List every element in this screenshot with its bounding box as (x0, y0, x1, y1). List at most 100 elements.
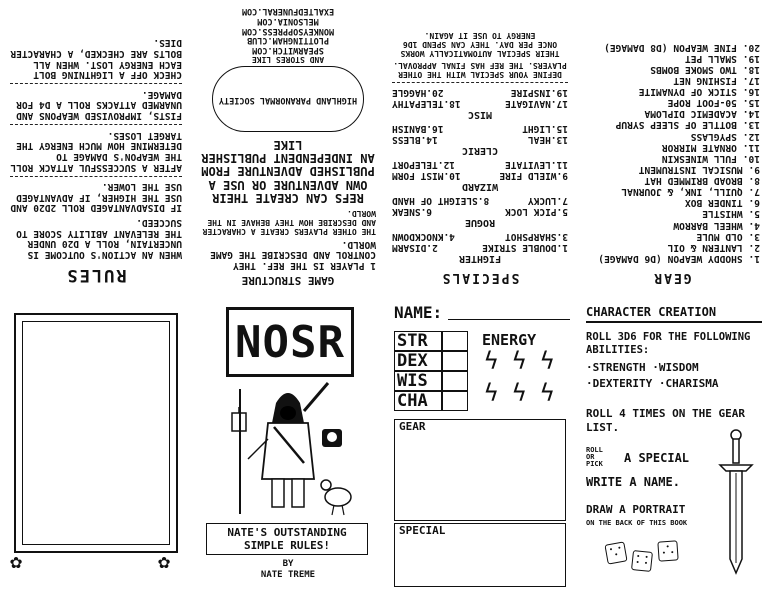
gear-item: 17. FISHING NET (673, 75, 760, 86)
special-item: 1.DOUBLE STRIKE (482, 242, 568, 253)
sword-icon (718, 429, 754, 575)
gear-item: 18. TWO SMOKE BOMBS (650, 63, 760, 75)
gear-panel: GEAR 1. SHODDY WEAPON (D6 DAMAGE) 2. LAN… (576, 0, 768, 297)
gear-item: 9. MUSICAL INSTRUMENT (638, 164, 760, 175)
special-item: 14.BLESS (392, 134, 438, 145)
wizard-illustration-icon (231, 382, 352, 516)
gear-item: 15. 50-FOOT ROPE (667, 97, 760, 109)
special-item: 16.BANISH (392, 123, 444, 134)
specials-note: Their special automatically works once p… (400, 31, 560, 59)
nosr-logo: NOSR (226, 307, 354, 377)
lightning-bolt-icon[interactable]: ϟ (540, 347, 555, 375)
rules-panel: RULES When an action's outcome is uncert… (0, 0, 192, 297)
lightning-bolt-icon[interactable]: ϟ (484, 379, 499, 407)
store-link: EXALTEDFUNERAL.COM (241, 6, 335, 17)
character-creation-panel: CHARACTER CREATION ROLL 3D6 FOR THE FOLL… (576, 297, 768, 594)
step-roll-gear: ROLL 4 TIMES ON THE GEAR LIST. (586, 407, 745, 434)
special-item: 13.HEAL (527, 134, 568, 145)
step-special: A SPECIAL (624, 451, 690, 465)
rule-paragraph: If disadvantaged roll 2D20 and use the h… (10, 181, 182, 214)
gear-item: 5. WHISTLE (702, 208, 760, 220)
gear-item: 12. SPYGLASS (690, 130, 760, 142)
group-name: MISC (467, 109, 493, 120)
roll-or-pick: ROLL OR PICK (586, 446, 603, 468)
rule-paragraph: Check off a lightning bolt each energy l… (10, 37, 182, 81)
step-draw-portrait: DRAW A PORTRAIT (586, 503, 686, 516)
divider (10, 83, 182, 85)
store-list: SPEARWITCH.COM PLOTTINGHAM.CLUB MONKEYSO… (200, 5, 376, 55)
creation-title: CHARACTER CREATION (586, 305, 717, 319)
publisher-badge: HIGHLAND PARANORMAL SOCIETY (212, 66, 364, 133)
gear-item: 10. FULL WINESKIN (661, 152, 760, 164)
gear-item: 14. ACADEMIC DIPLOMA (644, 108, 760, 120)
gear-box-label: GEAR (399, 420, 426, 433)
stat-value-str[interactable] (442, 331, 468, 351)
name-label: NAME: (394, 303, 443, 322)
byline-by: BY (282, 559, 294, 569)
stat-value-dex[interactable] (442, 351, 468, 371)
cover-subtitle: NATE'S OUTSTANDING SIMPLE RULES! (206, 523, 368, 555)
special-item: 2.DISARM (392, 242, 438, 253)
structure-paragraph: 1 player is the ref. They control and de… (210, 238, 376, 271)
portrait-frame (14, 313, 178, 553)
stat-label-dex: DEX (394, 351, 442, 371)
cover-panel: NOSR NATE'S OUTSTANDING SIMPLE RULES! BY… (192, 297, 384, 594)
gear-item: 3. OLD MULE (696, 230, 760, 242)
gear-item: 16. STICK OF DYNAMITE (638, 86, 760, 98)
character-sheet-panel: NAME: STR DEX WIS CHA ENERGY ϟ ϟ ϟ ϟ ϟ ϟ… (384, 297, 576, 594)
lightning-bolt-icon[interactable]: ϟ (512, 347, 527, 375)
step-draw-portrait-sub: ON THE BACK OF THIS BOOK (586, 519, 688, 527)
special-item: 4.KNOCKDOWN (392, 231, 455, 242)
lightning-bolt-icon[interactable]: ϟ (540, 379, 555, 407)
special-item: 12.TELEPORT (392, 159, 455, 170)
gear-item: 20. FINE WEAPON (D8 DAMAGE) (604, 41, 760, 53)
stat-value-wis[interactable] (442, 371, 468, 391)
store-link: PLOTTINGHAM.CLUB (247, 35, 329, 46)
portrait-area[interactable] (22, 321, 170, 545)
lightning-bolt-icon[interactable]: ϟ (512, 379, 527, 407)
special-item: 18.TELEPATHY (392, 98, 461, 109)
special-item: 20.HAGGLE (392, 87, 444, 98)
gear-box[interactable]: GEAR (394, 419, 566, 521)
stats-grid: STR DEX WIS CHA (394, 331, 474, 415)
lightning-bolt-icon[interactable]: ϟ (484, 347, 499, 375)
gear-item: 13. BOTTLE OF SLEEP SYRUP (615, 119, 760, 131)
gear-title: GEAR (652, 270, 692, 285)
ref-heading: REFS CAN CREATE THEIR OWN ADVENTURE OR U… (201, 137, 375, 206)
stat-label-str: STR (394, 331, 442, 351)
die-icon: • •• • (631, 550, 653, 572)
special-item: 10.MIST FORM (392, 170, 461, 181)
special-item: 17.NAVIGATE (505, 98, 568, 109)
specials-title: SPECIALS (440, 270, 520, 285)
rule-paragraph: After a successful attack roll the weapo… (10, 129, 182, 173)
flower-icon: ✿ (10, 549, 23, 573)
special-item: 5.PICK LOCK (505, 206, 568, 217)
rule-paragraph: Fists, improvised weapons and unarmed at… (16, 88, 182, 122)
special-item: 15.LIGHT (522, 123, 568, 134)
abilities-line-1: ·STRENGTH ·WISDOM (586, 361, 699, 374)
step-write-name: WRITE A NAME. (586, 475, 680, 489)
special-box[interactable]: SPECIAL (394, 523, 566, 587)
specials-note: Define your special with the other playe… (393, 61, 567, 79)
gear-item: 6. TINDER BOX (684, 197, 760, 209)
special-item: 8.SLEIGHT OF HAND (392, 195, 490, 206)
special-box-label: SPECIAL (399, 524, 446, 537)
energy-label: ENERGY (482, 331, 537, 349)
step-roll-abilities: ROLL 3D6 FOR THE FOLLOWING ABILITIES: (586, 331, 751, 356)
gear-item: 19. SMALL PET (684, 52, 760, 64)
divider (10, 124, 182, 126)
name-field[interactable] (448, 319, 570, 320)
gear-list: 1. SHODDY WEAPON (D6 DAMAGE) 2. LANTERN … (584, 41, 760, 264)
structure-title: GAME STRUCTURE (241, 274, 335, 287)
store-link: MONKEYSOPPRESS.COM (241, 25, 335, 36)
portrait-panel: ✿ ✿ (0, 297, 192, 594)
store-link: MELSONIA.COM (257, 15, 319, 26)
gear-item: 7. QUILL, INK, & JOURNAL (621, 186, 760, 198)
stat-value-cha[interactable] (442, 391, 468, 411)
flower-icon: ✿ (158, 549, 171, 573)
group-name: FIGHTER (458, 253, 502, 264)
special-item: 6.SNEAK (392, 206, 433, 217)
game-structure-panel: GAME STRUCTURE 1 player is the ref. They… (192, 0, 384, 297)
